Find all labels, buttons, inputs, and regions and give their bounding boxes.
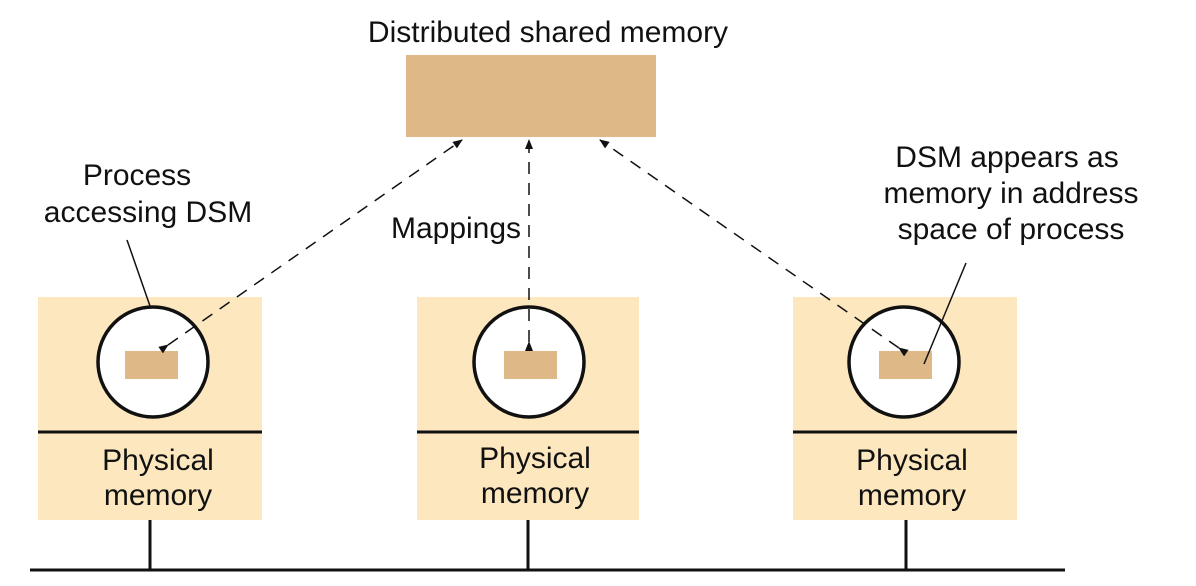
node-3-dsm-region [879,351,932,379]
process-accessing-label: accessing DSM [44,196,252,229]
computer-node-2: Physical memory [417,297,639,570]
computer-node-3: Physical memory [793,297,1017,570]
dsm-callout-line [923,262,967,365]
process-accessing-label: Process [83,159,191,192]
node-2-dsm-region [504,351,557,379]
node-3-memory-label: memory [858,479,966,512]
node-1-dsm-region [125,351,178,379]
computer-node-1: Physical memory [38,297,262,570]
node-1-memory-label: Physical [102,444,214,477]
node-2-memory-label: Physical [479,442,591,475]
mappings-label: Mappings [391,212,521,245]
dsm-appears-label: space of process [898,213,1125,246]
node-2-memory-label: memory [481,477,589,510]
diagram-title: Distributed shared memory [368,16,728,49]
dsm-appears-label: memory in address [883,177,1138,210]
node-1-memory-label: memory [104,479,212,512]
dsm-appears-label: DSM appears as [895,141,1118,174]
process-callout-line [126,239,151,307]
dsm-shared-block [406,55,656,137]
node-3-memory-label: Physical [856,444,968,477]
mapping-arrow-left [158,139,463,354]
mapping-arrow-right [599,139,909,357]
